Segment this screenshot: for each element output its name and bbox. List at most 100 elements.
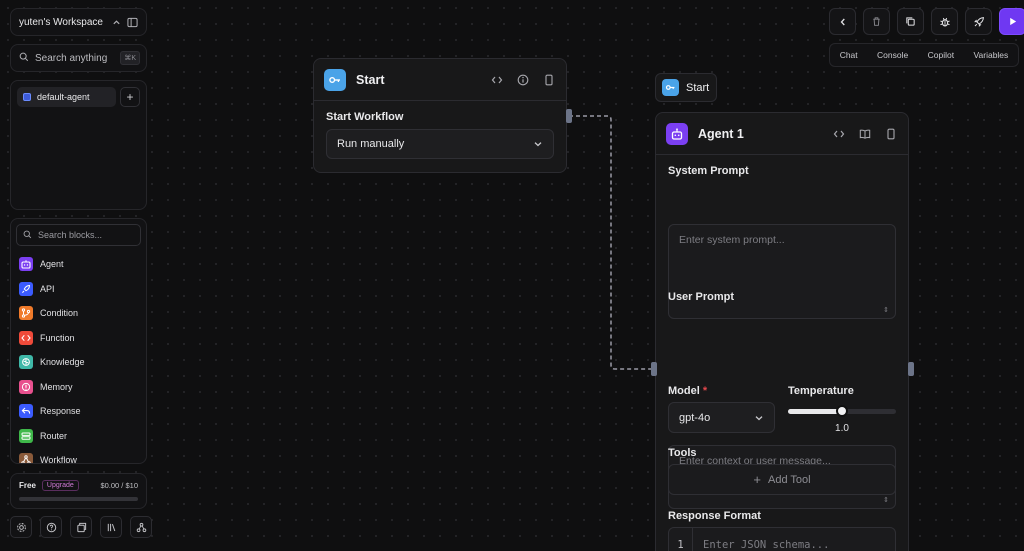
- chevron-down-icon: [534, 142, 542, 147]
- run-button[interactable]: [999, 8, 1024, 35]
- code-icon: [19, 330, 33, 345]
- block-item-response[interactable]: Response: [16, 399, 141, 424]
- agent-input-handle[interactable]: [651, 362, 657, 376]
- network-icon[interactable]: [130, 516, 152, 538]
- workflow-icon: [19, 453, 33, 463]
- panel-tabs: Chat Console Copilot Variables: [829, 43, 1019, 67]
- system-prompt-input[interactable]: Enter system prompt... ⇕: [668, 224, 896, 319]
- branch-icon: [19, 306, 33, 321]
- search-blocks-placeholder: Search blocks...: [38, 230, 103, 240]
- block-item-workflow[interactable]: Workflow: [16, 448, 141, 463]
- resize-handle-icon[interactable]: ⇕: [883, 307, 889, 314]
- templates-icon[interactable]: [70, 516, 92, 538]
- usage-progress-bar: [19, 497, 138, 501]
- chevron-up-icon[interactable]: [108, 14, 124, 30]
- tab-console[interactable]: Console: [877, 50, 909, 60]
- workflow-toolbar: [829, 8, 1024, 35]
- slider-knob[interactable]: [836, 405, 848, 417]
- block-item-api[interactable]: API: [16, 277, 141, 302]
- plan-tier: Free: [19, 481, 36, 490]
- tools-label: Tools: [668, 447, 697, 459]
- trash-icon: [873, 17, 880, 26]
- rocket-icon: [973, 16, 984, 27]
- block-item-knowledge[interactable]: Knowledge: [16, 350, 141, 375]
- start-workflow-value: Run manually: [337, 138, 405, 150]
- search-anything-input[interactable]: Search anything ⌘K: [10, 44, 147, 72]
- book-icon[interactable]: [858, 127, 872, 141]
- plan-usage: $0.00 / $10: [100, 481, 138, 490]
- search-blocks-input[interactable]: Search blocks...: [16, 224, 141, 246]
- start-tag[interactable]: Start: [655, 73, 717, 102]
- temperature-value: 1.0: [835, 423, 849, 434]
- code-icon[interactable]: [490, 73, 504, 87]
- start-output-handle[interactable]: [566, 109, 572, 123]
- block-item-condition[interactable]: Condition: [16, 301, 141, 326]
- tab-copilot[interactable]: Copilot: [927, 50, 955, 60]
- duplicate-button[interactable]: [897, 8, 924, 35]
- agent-item-default[interactable]: default-agent: [17, 87, 116, 107]
- sidebar-toggle-icon[interactable]: [124, 14, 140, 30]
- response-format-label: Response Format: [668, 510, 761, 522]
- code-icon[interactable]: [832, 127, 846, 141]
- play-icon: [1010, 17, 1017, 26]
- deploy-button[interactable]: [965, 8, 992, 35]
- agent-block-icon: [666, 122, 688, 145]
- upgrade-button[interactable]: Upgrade: [41, 480, 79, 491]
- info-icon[interactable]: [516, 73, 530, 87]
- tab-variables[interactable]: Variables: [973, 50, 1009, 60]
- start-workflow-label: Start Workflow: [326, 111, 404, 123]
- workspace-name: yuten's Workspace: [19, 16, 103, 28]
- model-value: gpt-4o: [679, 411, 711, 424]
- block-item-memory[interactable]: Memory: [16, 375, 141, 400]
- block-item-label: Response: [40, 406, 81, 417]
- user-prompt-label: User Prompt: [668, 291, 735, 303]
- delete-button[interactable]: [863, 8, 890, 35]
- agent-item-label: default-agent: [37, 92, 90, 102]
- mobile-layout-icon[interactable]: [542, 73, 556, 87]
- block-item-router[interactable]: Router: [16, 424, 141, 449]
- tab-chat[interactable]: Chat: [839, 50, 858, 60]
- library-icon[interactable]: [100, 516, 122, 538]
- block-item-label: Function: [40, 332, 75, 343]
- block-item-label: Knowledge: [40, 357, 85, 368]
- settings-icon[interactable]: [10, 516, 32, 538]
- mobile-layout-icon[interactable]: [884, 127, 898, 141]
- add-tool-button[interactable]: + Add Tool: [668, 464, 896, 495]
- block-item-agent[interactable]: Agent: [16, 252, 141, 277]
- workspace-header[interactable]: yuten's Workspace: [10, 8, 147, 36]
- robot-icon: [671, 127, 683, 140]
- block-item-function[interactable]: Function: [16, 326, 141, 351]
- agent-color-icon: [23, 93, 31, 101]
- search-placeholder: Search anything: [35, 52, 108, 64]
- agent-output-handle[interactable]: [908, 362, 914, 376]
- block-item-label: Memory: [40, 381, 73, 392]
- plus-icon: +: [753, 472, 761, 487]
- slider-fill: [788, 408, 842, 414]
- system-prompt-label: System Prompt: [668, 165, 749, 177]
- add-agent-button[interactable]: +: [120, 87, 140, 107]
- bug-icon: [939, 17, 950, 26]
- debug-button[interactable]: [931, 8, 958, 35]
- agent-block[interactable]: Agent 1 System Prompt Enter system promp…: [655, 112, 909, 551]
- back-button[interactable]: [829, 8, 856, 35]
- robot-icon: [19, 257, 33, 272]
- temperature-label: Temperature: [788, 385, 854, 397]
- system-prompt-placeholder: Enter system prompt...: [679, 234, 785, 246]
- block-item-label: Router: [40, 430, 68, 441]
- response-format-editor[interactable]: 1 Enter JSON schema...: [668, 527, 896, 551]
- start-tag-icon: [662, 79, 679, 96]
- start-block[interactable]: Start Start Workflow Run manually: [313, 58, 567, 173]
- start-workflow-select[interactable]: Run manually: [326, 129, 554, 159]
- sidebar-bottom-toolbar: [10, 516, 152, 538]
- resize-handle-icon[interactable]: ⇕: [883, 497, 889, 504]
- router-icon: [19, 428, 33, 443]
- model-label-text: Model: [668, 385, 700, 397]
- help-icon[interactable]: [40, 516, 62, 538]
- plan-panel: Free Upgrade $0.00 / $10: [10, 473, 147, 509]
- temperature-slider[interactable]: [788, 405, 896, 417]
- required-mark: *: [702, 385, 708, 397]
- search-shortcut: ⌘K: [120, 51, 140, 65]
- model-select[interactable]: gpt-4o: [668, 402, 775, 433]
- start-block-icon: [324, 68, 346, 91]
